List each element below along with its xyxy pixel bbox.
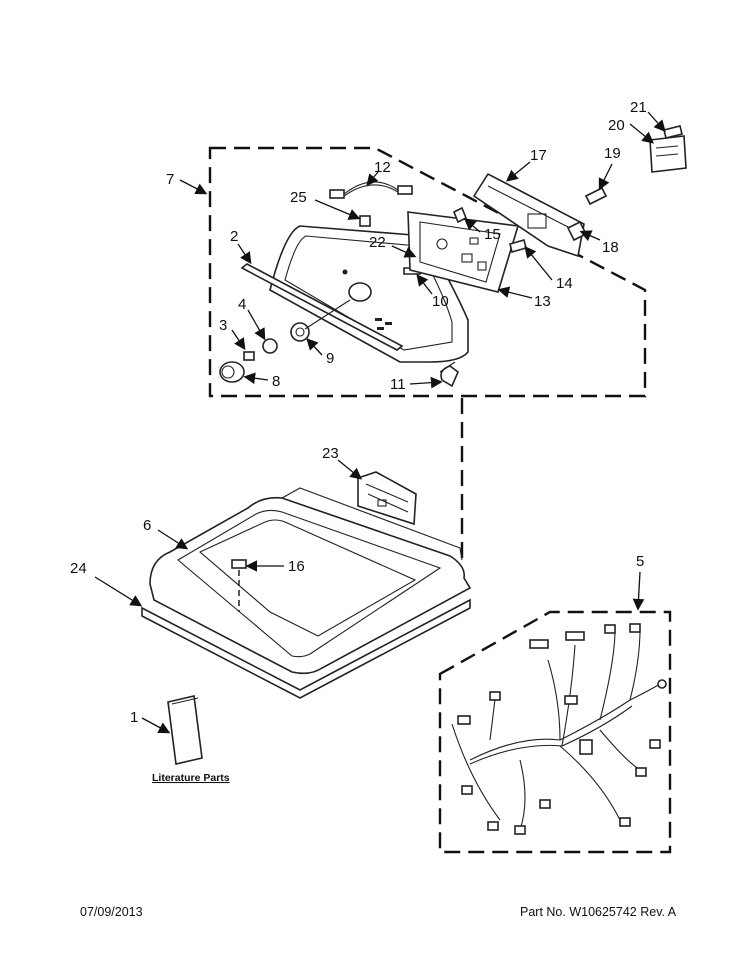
leader-2 — [237, 243, 252, 265]
literature-parts-label: Literature Parts — [152, 772, 230, 784]
knob-stack — [219, 299, 351, 383]
callout-15: 15 — [484, 226, 501, 243]
leader-19 — [598, 163, 613, 191]
leader-9 — [306, 338, 323, 356]
callout-24: 24 — [70, 560, 87, 577]
callout-14: 14 — [556, 275, 573, 292]
callout-19: 19 — [604, 145, 621, 162]
gasket-pad — [141, 598, 471, 699]
leader-17 — [505, 161, 531, 182]
dispenser-module — [357, 471, 417, 526]
callout-17: 17 — [530, 147, 547, 164]
trim-strip — [240, 263, 404, 351]
callout-23: 23 — [322, 445, 339, 462]
leader-22 — [391, 245, 417, 258]
callout-2: 2 — [230, 228, 238, 245]
harness-boundary — [438, 610, 672, 854]
callout-18: 18 — [602, 239, 619, 256]
callout-10: 10 — [432, 293, 449, 310]
leader-13 — [497, 286, 533, 299]
small-bracket — [359, 215, 371, 227]
wire-harness — [451, 623, 667, 835]
leader-6 — [157, 529, 189, 550]
leader-7 — [179, 179, 208, 195]
callout-4: 4 — [238, 296, 246, 313]
spring-clip — [452, 206, 468, 224]
leader-5 — [632, 571, 645, 611]
callout-1: 1 — [130, 709, 138, 726]
callout-9: 9 — [326, 350, 334, 367]
callout-25: 25 — [290, 189, 307, 206]
screw-19 — [584, 186, 608, 206]
callout-13: 13 — [534, 293, 551, 310]
wire-jumper — [329, 181, 413, 199]
leader-4 — [247, 309, 266, 341]
leader-24 — [94, 576, 143, 607]
footer-date: 07/09/2013 — [80, 905, 143, 919]
callout-6: 6 — [143, 517, 151, 534]
leader-8 — [243, 372, 269, 385]
leader-25 — [314, 199, 361, 220]
leader-21 — [647, 111, 666, 132]
leader-12 — [366, 171, 379, 186]
callout-11: 11 — [390, 376, 406, 393]
bracket-plate — [649, 135, 687, 173]
top-panel — [149, 487, 472, 675]
literature-booklet — [167, 695, 203, 765]
leader-18 — [579, 230, 601, 242]
callout-12: 12 — [374, 159, 391, 176]
screw-21 — [663, 125, 683, 139]
footer-part-number: Part No. W10625742 Rev. A — [520, 905, 677, 919]
leader-14 — [524, 245, 553, 281]
leader-3 — [231, 329, 246, 351]
callout-7: 7 — [166, 171, 174, 188]
callout-16: 16 — [288, 558, 305, 575]
callout-3: 3 — [219, 317, 227, 334]
leader-11 — [409, 376, 443, 389]
leader-10 — [416, 273, 433, 295]
callout-22: 22 — [369, 234, 386, 251]
callout-8: 8 — [272, 373, 280, 390]
callout-21: 21 — [630, 99, 647, 116]
leader-23 — [337, 459, 363, 480]
callout-5: 5 — [636, 553, 644, 570]
leader-1 — [141, 717, 171, 734]
callout-20: 20 — [608, 117, 625, 134]
leader-20 — [629, 123, 655, 144]
leader-15 — [464, 218, 481, 233]
